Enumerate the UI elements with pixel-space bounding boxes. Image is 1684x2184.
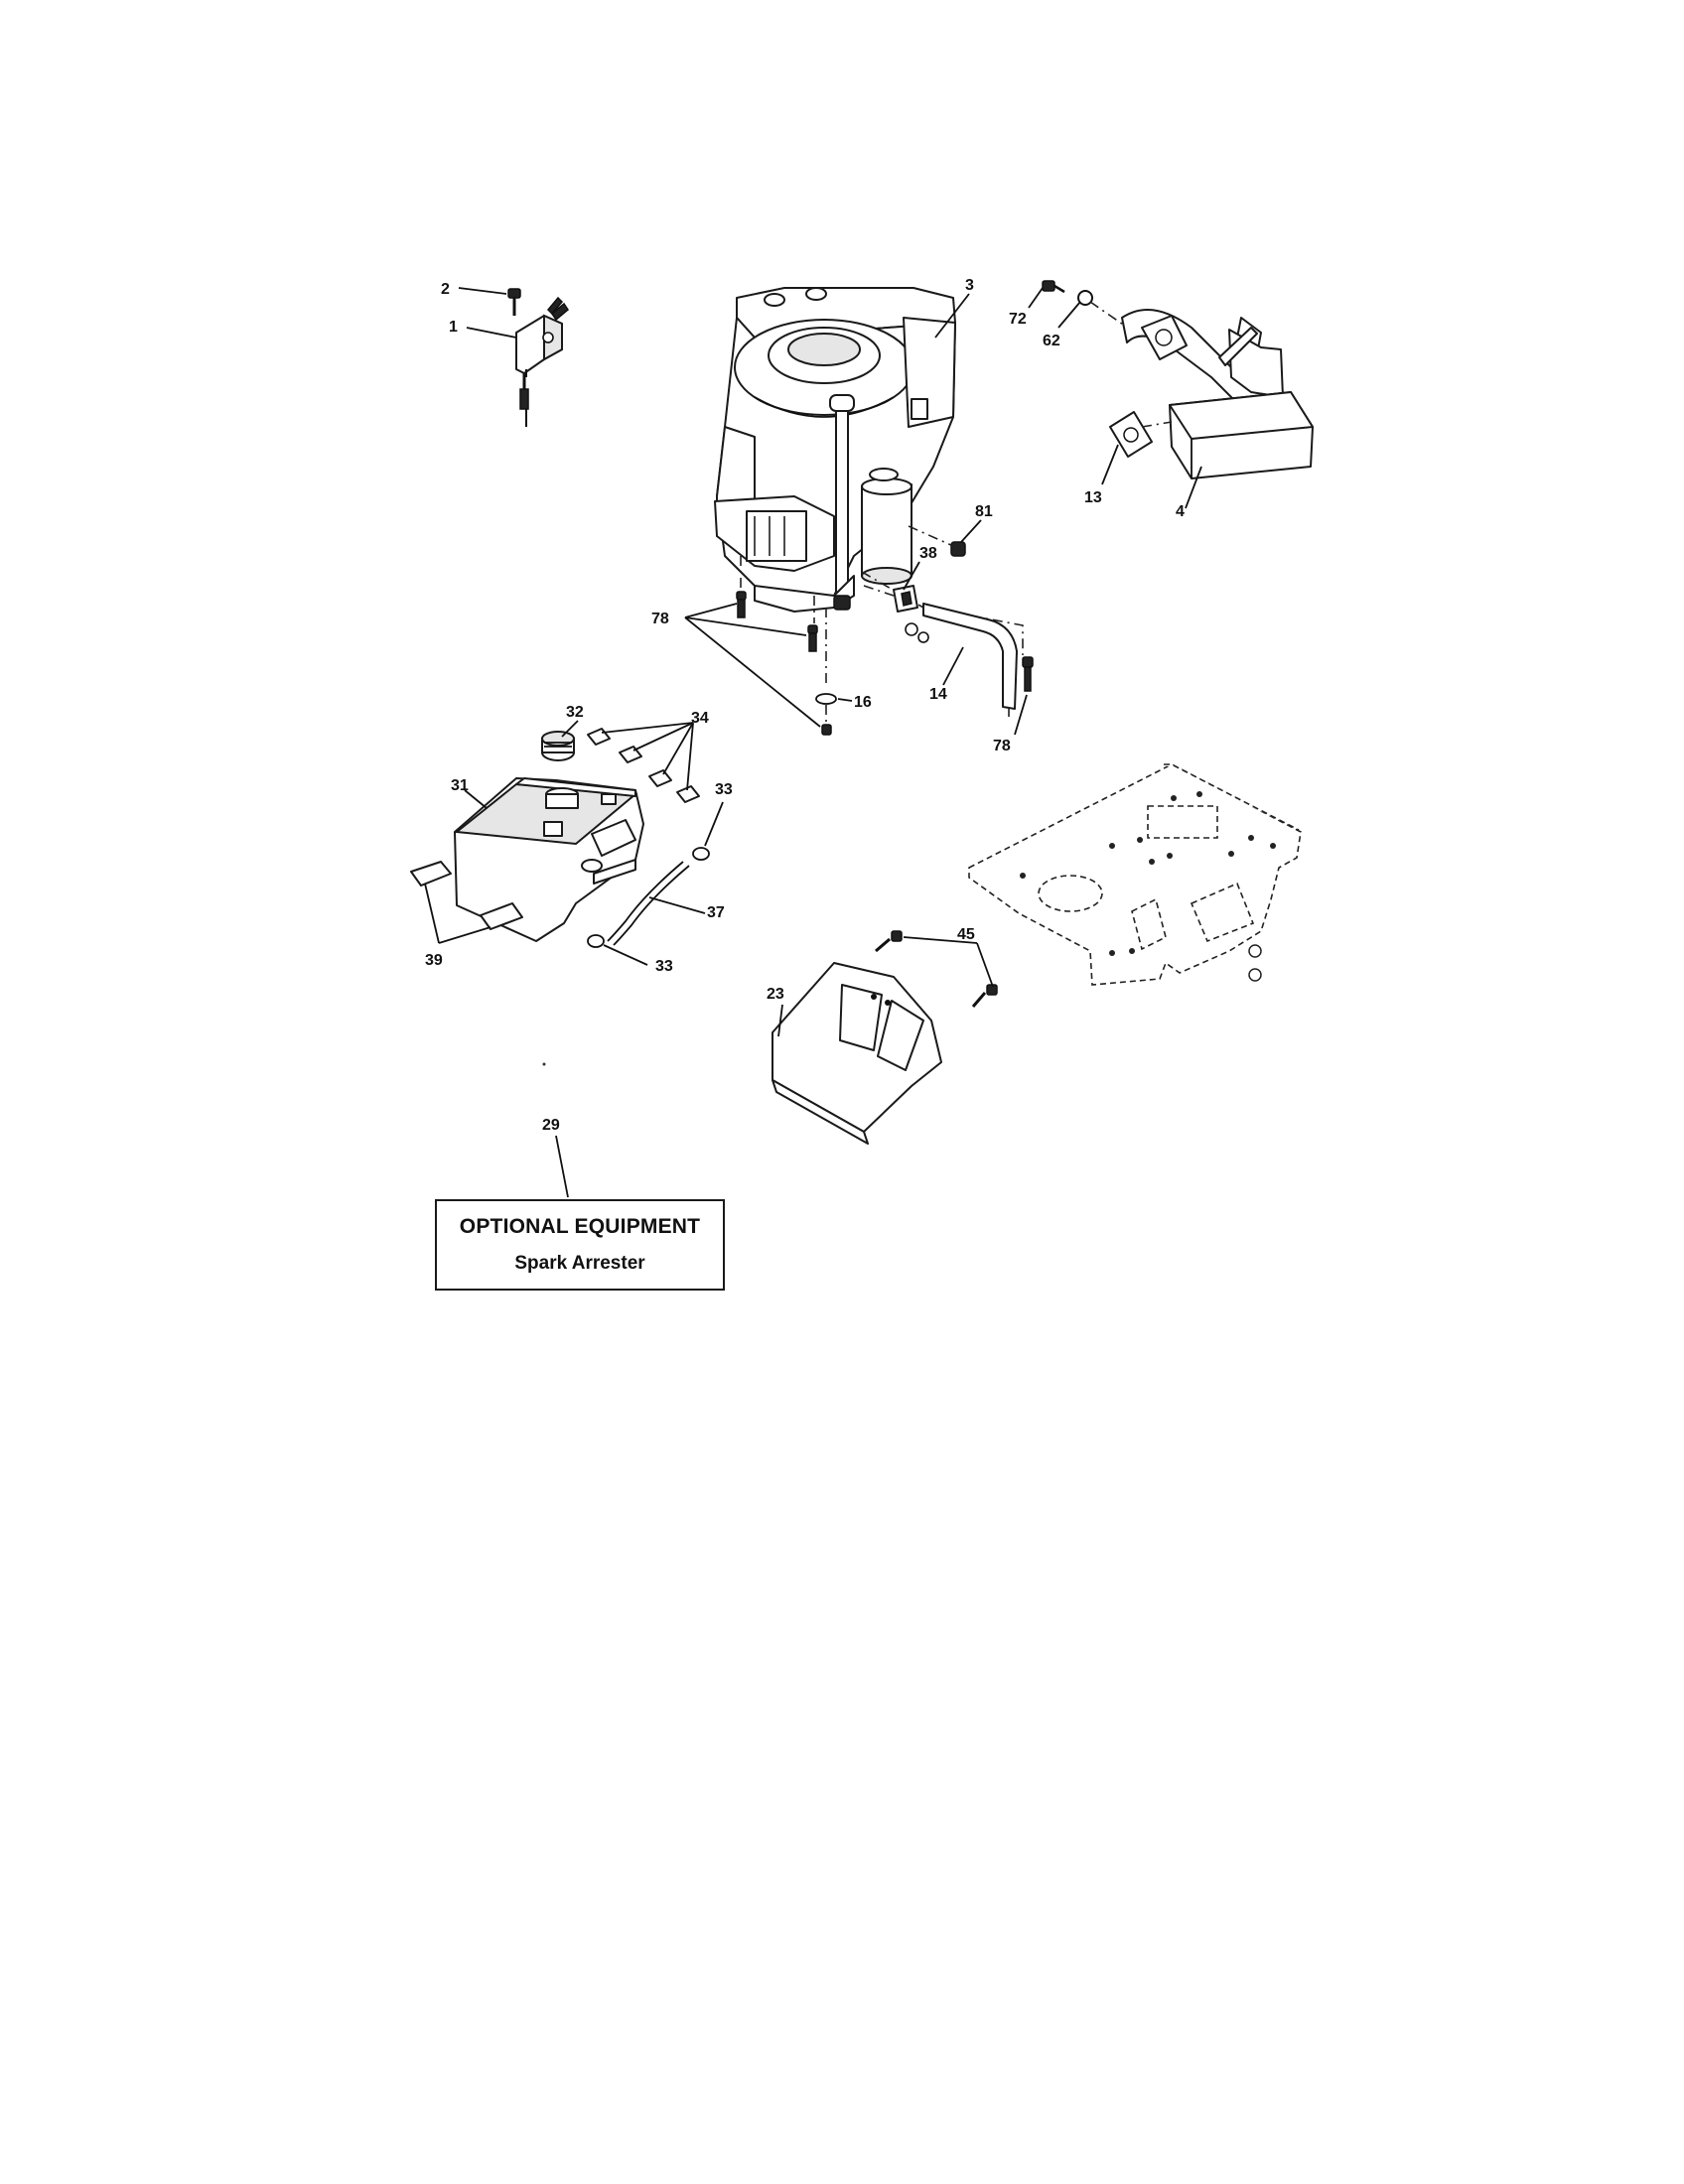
callout-39: 39 <box>425 952 443 969</box>
engine-cover-part <box>410 728 700 942</box>
callout-62: 62 <box>1043 333 1060 349</box>
callout-labels: 2 1 3 72 62 13 4 81 38 78 14 16 78 32 34… <box>425 277 1185 1134</box>
callout-1: 1 <box>449 319 458 336</box>
callout-13: 13 <box>1084 489 1102 506</box>
mounting-bolts-part <box>736 556 837 736</box>
callout-33-bottom: 33 <box>655 958 673 975</box>
callout-81: 81 <box>975 503 993 520</box>
callout-38: 38 <box>919 545 937 562</box>
heat-shield-part <box>772 930 998 1145</box>
leader-lines <box>424 287 1202 1198</box>
callout-16: 16 <box>854 694 872 711</box>
callout-78-left: 78 <box>651 611 669 627</box>
callout-3: 3 <box>965 277 974 294</box>
throttle-bracket-part <box>507 288 569 427</box>
optional-equipment-title: OPTIONAL EQUIPMENT <box>459 1215 701 1238</box>
callout-72: 72 <box>1009 311 1027 328</box>
fuel-line-part <box>861 525 1034 717</box>
engine-part <box>714 287 956 613</box>
callout-4: 4 <box>1176 503 1185 520</box>
callout-32: 32 <box>566 704 584 721</box>
callout-2: 2 <box>441 281 450 298</box>
callout-33-top: 33 <box>715 781 733 798</box>
callout-45: 45 <box>957 926 975 943</box>
grommet-hose-part <box>587 847 710 948</box>
callout-34: 34 <box>691 710 709 727</box>
muffler-assembly-part <box>1042 280 1314 479</box>
callout-23: 23 <box>767 986 784 1003</box>
callout-78-right: 78 <box>993 738 1011 754</box>
optional-equipment-box: OPTIONAL EQUIPMENT Spark Arrester <box>435 1199 725 1291</box>
callout-29: 29 <box>542 1117 560 1134</box>
optional-equipment-item: Spark Arrester <box>514 1253 645 1274</box>
tractor-chassis-part <box>968 763 1302 986</box>
callout-37: 37 <box>707 904 725 921</box>
callout-31: 31 <box>451 777 469 794</box>
callout-14: 14 <box>929 686 947 703</box>
